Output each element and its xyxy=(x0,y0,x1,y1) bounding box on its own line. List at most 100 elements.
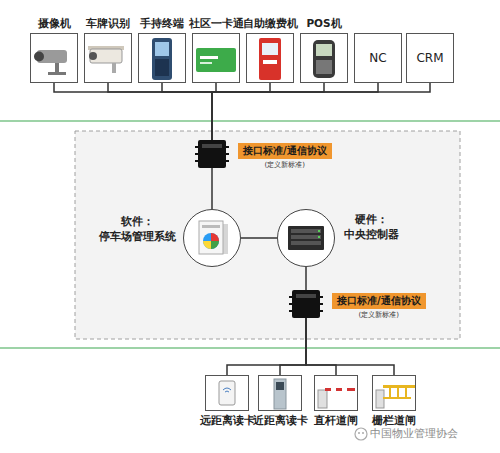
fence-picket xyxy=(405,388,407,398)
text-group: 接口标准/通信协议(定义新标准) xyxy=(332,293,426,320)
pos-icon xyxy=(313,40,335,78)
chip-pin xyxy=(226,146,229,148)
connector-line xyxy=(305,267,307,290)
system-box: CRM xyxy=(406,33,454,83)
watermark-icon xyxy=(362,432,364,434)
chip-pin xyxy=(289,310,292,312)
connector-line xyxy=(211,168,213,209)
camera-mount xyxy=(48,72,66,75)
wireless-mark xyxy=(225,391,229,392)
connector-line xyxy=(162,83,212,140)
barrier-arm xyxy=(325,388,355,391)
text-group: CRM xyxy=(416,51,443,65)
card-icon xyxy=(196,48,236,72)
interface-label: 接口标准/通信协议 xyxy=(238,143,332,159)
node-label: 自助缴费机 xyxy=(243,17,298,31)
pos-keypad xyxy=(316,60,332,74)
node-label: 中央控制器 xyxy=(344,227,399,242)
barrier-stripe xyxy=(342,388,347,391)
camera-lens xyxy=(34,52,44,62)
separator-line xyxy=(0,347,500,349)
node-label: 远距离读卡 xyxy=(200,414,255,428)
fence-picket xyxy=(397,388,399,398)
fence-picket xyxy=(389,388,391,398)
camera-hood xyxy=(88,46,124,50)
node-label: POS机 xyxy=(306,17,341,31)
device-box: 直杆道闸 xyxy=(314,375,358,411)
connector-line xyxy=(54,83,212,140)
watermark-icon xyxy=(358,432,360,434)
node-label: 车牌识别 xyxy=(86,17,130,31)
node-label: 直杆道闸 xyxy=(314,414,358,428)
fence-arm xyxy=(383,385,415,388)
chip-pin xyxy=(195,160,198,162)
separator-line xyxy=(0,120,500,122)
chip-pin xyxy=(226,160,229,162)
server-drive xyxy=(291,229,321,233)
pos-screen xyxy=(316,44,332,56)
software-box-title xyxy=(202,225,220,228)
software-logo xyxy=(203,233,219,249)
interface-label: 接口标准/通信协议 xyxy=(332,293,426,309)
barrier-stripe xyxy=(331,388,336,391)
text-group: 直杆道闸 xyxy=(314,414,358,428)
barrier-cabinet xyxy=(318,390,327,408)
software-box-icon xyxy=(199,221,223,254)
chip-symbol xyxy=(198,140,226,168)
device-box: 手持终端 xyxy=(138,33,186,83)
server-drive xyxy=(291,241,321,245)
text-group: 硬件：中央控制器 xyxy=(344,212,399,242)
camera-lens xyxy=(89,52,97,60)
camera-mount xyxy=(55,63,59,73)
node-label: 停车场管理系统 xyxy=(99,229,176,244)
text-group: 远距离读卡 xyxy=(200,414,255,428)
fence-arm xyxy=(383,397,411,399)
device-box: 近距离读卡 xyxy=(258,375,302,411)
node-label: 软件： xyxy=(99,214,176,229)
interface-note: (定义新标准) xyxy=(332,310,426,320)
text-group: 接口标准/通信协议(定义新标准) xyxy=(238,143,332,170)
reader-panel xyxy=(276,382,284,390)
reader-post-icon xyxy=(274,379,286,409)
handheld-keypad xyxy=(155,59,169,76)
chip-pin xyxy=(289,296,292,298)
kiosk-screen xyxy=(262,43,278,55)
text-group: POS机 xyxy=(306,17,341,31)
server-light xyxy=(318,230,320,232)
node-label: 硬件： xyxy=(344,212,399,227)
server-drive xyxy=(291,235,321,239)
text-group: 栅栏道闸 xyxy=(372,414,416,428)
software-logo xyxy=(211,233,219,241)
text-group: 车牌识别 xyxy=(86,17,130,31)
device-box: 栅栏道闸 xyxy=(372,375,416,411)
reader-icon xyxy=(219,381,235,405)
text-group: 手持终端 xyxy=(140,17,184,31)
chip-pin xyxy=(226,153,229,155)
connector-line xyxy=(241,237,277,239)
chip-pin xyxy=(289,303,292,305)
connector-line xyxy=(280,318,306,375)
text-group: 摄像机 xyxy=(38,17,71,31)
text-group: 近距离读卡 xyxy=(253,414,308,428)
connector-line xyxy=(306,318,336,375)
node-label: CRM xyxy=(416,51,443,65)
watermark-icon xyxy=(355,428,367,440)
chip-mark xyxy=(296,294,316,298)
text-group: 软件：停车场管理系统 xyxy=(99,214,176,244)
kiosk-icon xyxy=(259,38,281,80)
kiosk-slot xyxy=(263,60,277,64)
device-box: 车牌识别 xyxy=(84,33,132,83)
system-box: NC xyxy=(354,33,402,83)
node-label: NC xyxy=(369,51,386,65)
node-label: 近距离读卡 xyxy=(253,414,308,428)
camera-icon xyxy=(37,50,67,63)
plate-camera-icon xyxy=(90,49,122,63)
chip-pin xyxy=(195,153,198,155)
chip-pin xyxy=(320,296,323,298)
device-box: 自助缴费机 xyxy=(246,33,294,83)
watermark-text: 中国物业管理协会 xyxy=(370,426,458,441)
server-icon xyxy=(288,226,324,250)
